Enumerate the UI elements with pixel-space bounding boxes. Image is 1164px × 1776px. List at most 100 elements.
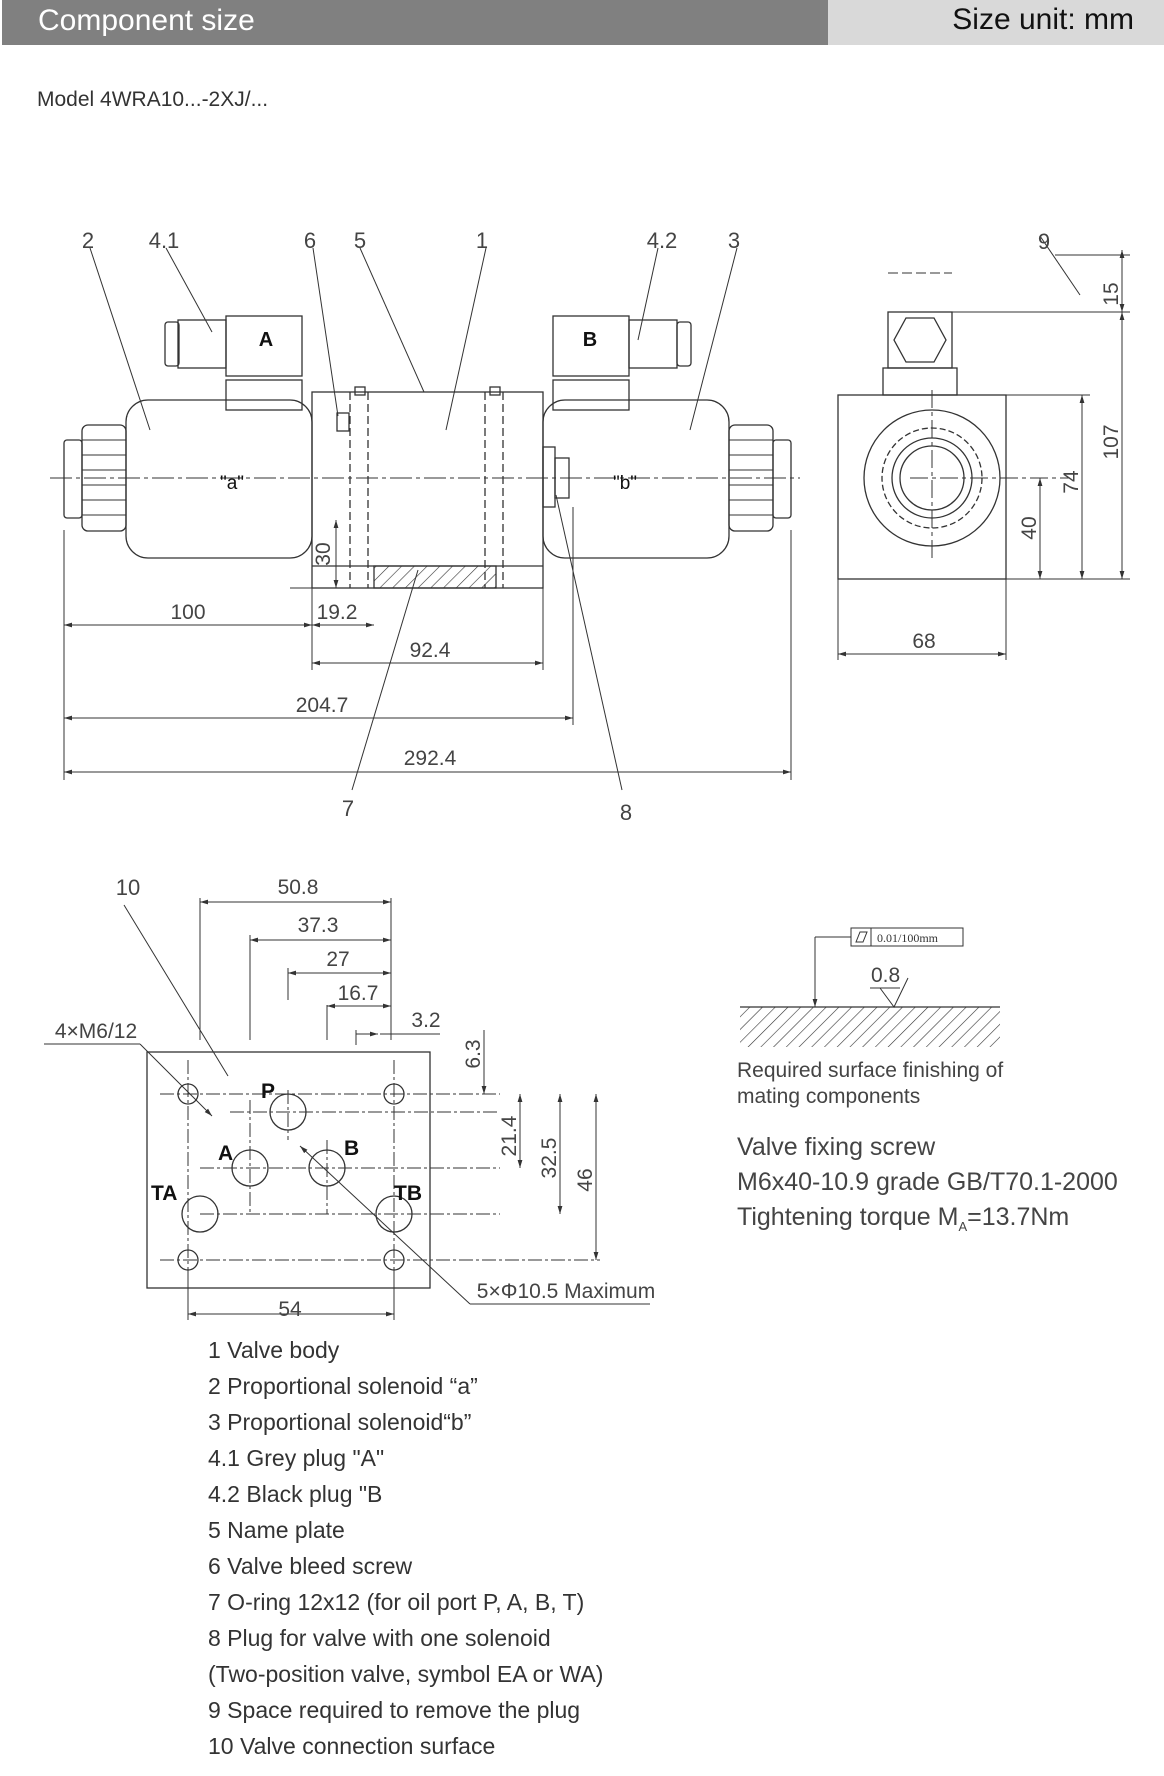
flatness-icon (855, 931, 868, 943)
thread-hole-4 (383, 1249, 405, 1271)
legend-item: 4.1 Grey plug "A" (208, 1445, 385, 1471)
legend-item: (Two-position valve, symbol EA or WA) (208, 1661, 604, 1687)
dim-15-label: 15 (1100, 282, 1123, 305)
dim-32-5-label: 32.5 (538, 1138, 561, 1179)
port-a (231, 1149, 269, 1187)
plug-a-base (225, 379, 303, 411)
dim-50-8-label: 50.8 (278, 876, 319, 899)
callout-4-2: 4.2 (647, 228, 678, 253)
valve-body (311, 391, 544, 589)
dim-21-4-label: 21.4 (498, 1115, 521, 1156)
dim-40-label: 40 (1018, 516, 1041, 539)
port-p (269, 1093, 307, 1131)
end-cap-a (63, 439, 83, 519)
mounting-surface: P A B TA TB (44, 875, 655, 1321)
port-b-label: B (344, 1137, 359, 1160)
legend-item: 2 Proportional solenoid “a” (208, 1373, 478, 1399)
dim-19-2-label: 19.2 (317, 601, 358, 624)
side-plug (887, 311, 953, 369)
side-view: 9 15 107 74 40 68 (837, 229, 1130, 660)
callout-9: 9 (1038, 229, 1050, 254)
torque-prefix: Tightening torque M (737, 1203, 959, 1231)
thread-hole-3 (177, 1249, 199, 1271)
solenoid-b-label: "b" (613, 473, 637, 494)
screw-spec: M6x40-10.9 grade GB/T70.1-2000 (737, 1168, 1118, 1196)
thread-hole-1 (177, 1083, 199, 1105)
header-title-box: Component size (2, 0, 828, 45)
end-cap-b (772, 439, 792, 519)
legend-item: 9 Space required to remove the plug (208, 1697, 581, 1723)
header-unit: Size unit: mm (952, 3, 1134, 36)
dim-27-label: 27 (326, 948, 349, 971)
port-tb (375, 1195, 413, 1233)
dim-92-4-label: 92.4 (410, 639, 451, 662)
legend-item: 7 O-ring 12x12 (for oil port P, A, B, T) (208, 1589, 585, 1615)
plug-a-cap (164, 321, 180, 367)
legend-item: 3 Proportional solenoid“b” (208, 1409, 472, 1435)
header-bar: Component size Size unit: mm (0, 0, 1164, 45)
legend-item: 6 Valve bleed screw (208, 1553, 413, 1579)
dim-68-label: 68 (912, 630, 935, 653)
header-title: Component size (38, 4, 255, 37)
flatness-value: 0.01/100mm (877, 931, 939, 945)
dim-3-2-label: 3.2 (411, 1009, 440, 1032)
front-view: A B "a" "b" 2 4.1 6 5 1 4.2 3 7 8 (50, 228, 800, 825)
port-p-label: P (261, 1080, 275, 1103)
callout-2: 2 (82, 228, 94, 253)
callout-8: 8 (620, 800, 632, 825)
roughness-value: 0.8 (871, 964, 900, 987)
callout-3: 3 (728, 228, 740, 253)
port-b (308, 1149, 346, 1187)
dim-6-3-label: 6.3 (462, 1039, 485, 1068)
screw-title: Valve fixing screw (737, 1133, 936, 1161)
callout-7: 7 (342, 796, 354, 821)
thread-hole-2 (383, 1083, 405, 1105)
screw-torque: Tightening torque MA=13.7Nm (737, 1200, 1118, 1244)
dim-54-label: 54 (278, 1298, 302, 1321)
dim-37-3-label: 37.3 (298, 914, 339, 937)
legend-item: 10 Valve connection surface (208, 1733, 496, 1759)
dim-292-4-label: 292.4 (404, 747, 457, 770)
callout-5: 5 (354, 228, 366, 253)
dim-100-label: 100 (170, 601, 205, 624)
parts-legend: 1 Valve body 2 Proportional solenoid “a”… (208, 1332, 603, 1764)
plug-b-base (552, 379, 630, 411)
legend-item: 1 Valve body (208, 1337, 340, 1363)
port-ta (181, 1195, 219, 1233)
bleed-screw (336, 412, 350, 432)
dim-204-7-label: 204.7 (296, 694, 349, 717)
port-a-label: A (218, 1142, 233, 1165)
side-plug-base (882, 367, 958, 396)
ports-label: 5×Φ10.5 Maximum (477, 1280, 655, 1303)
callout-4-1: 4.1 (149, 228, 180, 253)
roughness-icon (879, 977, 909, 1008)
finish-note-line-1: Required surface finishing of (737, 1059, 1004, 1082)
side-hex (893, 317, 947, 363)
dim-30-label: 30 (312, 542, 335, 565)
legend-item: 4.2 Black plug "B (208, 1481, 383, 1507)
plug-b-cap (676, 321, 692, 367)
solenoid-a-label: "a" (220, 473, 244, 494)
plug-a-body (177, 319, 227, 369)
surface-finish-symbol: 0.01/100mm 0.8 (740, 927, 1000, 1047)
port-ta-label: TA (151, 1182, 177, 1205)
dim-16-7-label: 16.7 (338, 982, 379, 1005)
callout-1: 1 (476, 228, 488, 253)
surface-outline (146, 1051, 431, 1289)
surface-hatch (740, 1007, 1000, 1047)
torque-value: =13.7Nm (967, 1203, 1070, 1231)
port-tb-label: TB (394, 1182, 422, 1205)
thread-label: 4×M6/12 (55, 1020, 137, 1043)
screw-info: Valve fixing screw M6x40-10.9 grade GB/T… (737, 1130, 1118, 1244)
callout-10: 10 (116, 875, 140, 900)
plug (542, 446, 556, 508)
finish-note: Required surface finishing of mating com… (737, 1058, 1003, 1110)
header-unit-box: Size unit: mm (828, 0, 1164, 45)
callout-6: 6 (304, 228, 316, 253)
legend-item: 8 Plug for valve with one solenoid (208, 1625, 551, 1651)
legend-item: 5 Name plate (208, 1517, 345, 1543)
plug-b-body (628, 319, 678, 369)
model-label: Model 4WRA10...-2XJ/... (37, 88, 269, 111)
plug-a-label: A (259, 329, 273, 351)
